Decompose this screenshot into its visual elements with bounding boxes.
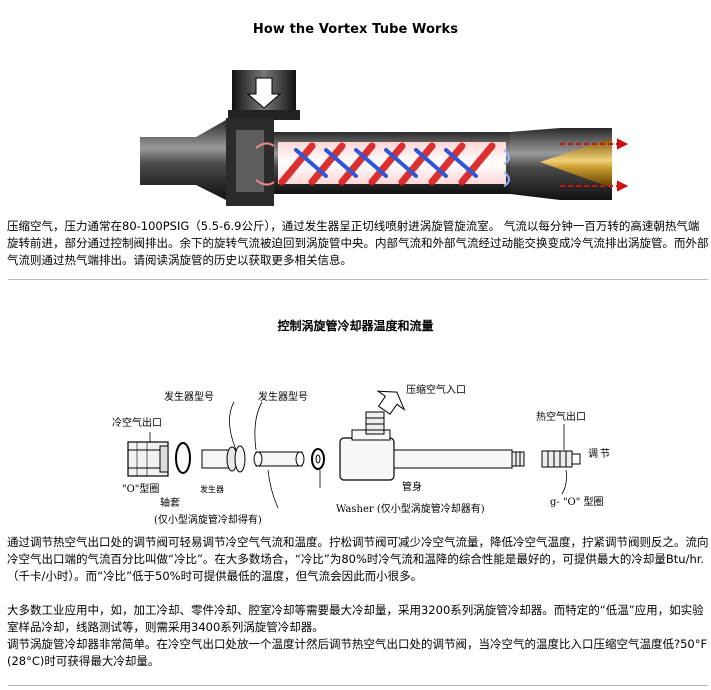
label-generator-model-2: 发生器型号 bbox=[258, 392, 308, 404]
label-washer: Washer (仅小型涡旋管冷却器有) bbox=[336, 504, 485, 516]
hot-valve-part bbox=[542, 451, 580, 467]
generator-part bbox=[202, 446, 245, 472]
control-paragraph-1: 通过调节热空气出口处的调节阀可轻易调节冷空气气流和温度。拧松调节阀可减少冷空气流… bbox=[7, 534, 709, 585]
label-o-ring-right: g- "O" 型圈 bbox=[550, 497, 604, 509]
label-bushing: 轴套 bbox=[160, 498, 180, 510]
label-o-ring-left: "O"型圈 bbox=[122, 484, 159, 496]
control-paragraph-2: 大多数工业应用中，如，加工冷却、零件冷却、腔室冷却等需要最大冷却量，采用3200… bbox=[7, 602, 709, 636]
label-regulator-1: 调 bbox=[588, 449, 598, 461]
label-tube-body: 管身 bbox=[402, 482, 422, 494]
label-regulator-2: 节 bbox=[600, 449, 610, 461]
label-bushing-note: (仅小型涡旋管冷却得有) bbox=[154, 515, 262, 527]
control-paragraph-3: 调节涡旋管冷却器非常简单。在冷空气出口处放一个温度计然后调节热空气出口处的调节阀… bbox=[7, 636, 709, 670]
label-compressed-air-inlet: 压缩空气入口 bbox=[406, 385, 466, 397]
cold-cap-part bbox=[128, 442, 168, 476]
label-cold-air-outlet: 冷空气出口 bbox=[112, 418, 162, 430]
bushing-part bbox=[254, 452, 304, 466]
label-generator-model-1: 发生器型号 bbox=[164, 392, 214, 404]
divider-bottom bbox=[8, 685, 708, 686]
tube-body-part bbox=[340, 412, 524, 480]
label-hot-air-outlet: 热空气出口 bbox=[536, 412, 586, 424]
label-generator: 发生器 bbox=[200, 484, 224, 496]
